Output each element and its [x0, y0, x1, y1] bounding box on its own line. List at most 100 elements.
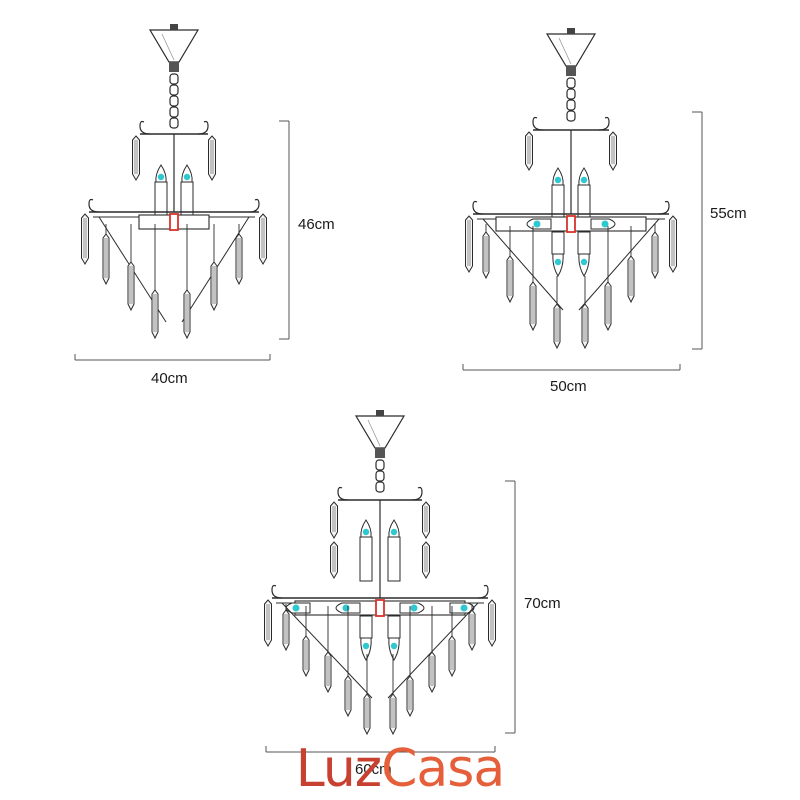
chain-link: [169, 73, 179, 85]
crystal-drop: [488, 599, 496, 647]
center-hub: [495, 215, 647, 233]
crystal-drop: [282, 609, 290, 652]
crystal-body: [81, 213, 89, 265]
hub-marker: [169, 213, 179, 231]
skirt-line: [387, 602, 479, 699]
skirt-line: [482, 218, 564, 311]
arm-curl: [248, 198, 260, 213]
crystal-body: [183, 289, 191, 340]
crystal-drop: [525, 131, 533, 171]
bulb-glow: [362, 642, 370, 650]
crystal-drop: [344, 675, 352, 718]
candle: [577, 167, 591, 226]
crystal-body: [132, 135, 140, 181]
ceiling-canopy: [354, 410, 406, 458]
crystal-drop: [183, 289, 191, 340]
crystal-body: [422, 541, 430, 579]
brand-luz: Luz: [295, 739, 382, 799]
crystal-body: [127, 261, 135, 312]
crystal-drop: [627, 255, 635, 304]
bulb-glow: [410, 604, 418, 612]
crystal-body: [488, 599, 496, 647]
crystal-drop: [422, 501, 430, 539]
hub-marker: [375, 599, 385, 617]
candle-sleeve: [359, 536, 373, 582]
chain-link: [566, 99, 576, 111]
crystal-drop: [448, 635, 456, 678]
crystal-drop: [81, 213, 89, 265]
arm-curl: [139, 120, 151, 135]
height-label-small: 46cm: [298, 216, 335, 233]
crystal-body: [330, 541, 338, 579]
center-hub: [294, 599, 466, 617]
candle: [551, 167, 565, 226]
canopy-collar: [169, 62, 179, 72]
arm-curl: [477, 584, 489, 599]
brand-logo: LuzCasa: [0, 738, 800, 800]
bulb-glow: [342, 604, 350, 612]
crystal-drop: [406, 675, 414, 718]
chain: [375, 459, 385, 493]
crystal-drop: [259, 213, 267, 265]
height-label-medium: 55cm: [710, 205, 747, 222]
canopy-collar: [566, 66, 576, 76]
arm-curl: [271, 584, 283, 599]
ceiling-canopy: [148, 24, 200, 72]
candle-sleeve: [154, 181, 168, 221]
canopy-shade: [367, 419, 381, 447]
bulb-glow: [533, 220, 541, 228]
crystal-drop: [330, 501, 338, 539]
crystal-body: [151, 289, 159, 340]
crystal-body: [324, 651, 332, 694]
crystal-body: [363, 693, 371, 736]
crystal-drop: [482, 231, 490, 280]
ceiling-canopy: [545, 28, 597, 76]
crystal-drop: [208, 135, 216, 181]
chain-link: [566, 77, 576, 89]
bulb-glow: [362, 528, 370, 536]
chain-link: [169, 84, 179, 96]
arm-curl: [88, 198, 100, 213]
side-bulb: [526, 218, 552, 230]
crystal-drop: [363, 693, 371, 736]
canopy-top: [170, 24, 178, 30]
crystal-drop: [235, 233, 243, 286]
chain-link: [375, 481, 385, 493]
crystal-body: [389, 693, 397, 736]
crystal-drop: [330, 541, 338, 579]
crystal-body: [330, 501, 338, 539]
crystal-drop: [651, 231, 659, 280]
chain-link: [169, 106, 179, 118]
crystal-body: [264, 599, 272, 647]
crystal-body: [553, 303, 561, 350]
canopy-cone: [545, 33, 597, 67]
candle-sleeve: [359, 615, 373, 639]
side-bulb: [399, 602, 425, 614]
chandelier-large: [264, 410, 496, 736]
canopy-cone: [148, 29, 200, 63]
crystal-drop: [102, 233, 110, 286]
crystal-drop: [428, 651, 436, 694]
crystal-body: [282, 609, 290, 652]
chain-link: [566, 110, 576, 122]
crystal-drop: [302, 635, 310, 678]
hub-marker: [566, 215, 576, 233]
crystal-body: [210, 261, 218, 312]
bulb-glow: [292, 604, 300, 612]
arm-curl: [532, 116, 544, 131]
crystal-drop: [210, 261, 218, 312]
bulb-glow: [460, 604, 468, 612]
chain: [169, 73, 179, 129]
crystal-body: [235, 233, 243, 286]
bulb-glow: [157, 173, 165, 181]
bulb-glow: [554, 258, 562, 266]
skirt-line: [281, 602, 373, 699]
crystal-drop: [468, 609, 476, 652]
crystal-drop: [529, 281, 537, 332]
candle-sleeve: [180, 181, 194, 221]
crystal-body: [609, 131, 617, 171]
candle: [359, 519, 373, 582]
arm-curl: [197, 120, 209, 135]
bulb-glow: [601, 220, 609, 228]
crystal-drop: [422, 541, 430, 579]
